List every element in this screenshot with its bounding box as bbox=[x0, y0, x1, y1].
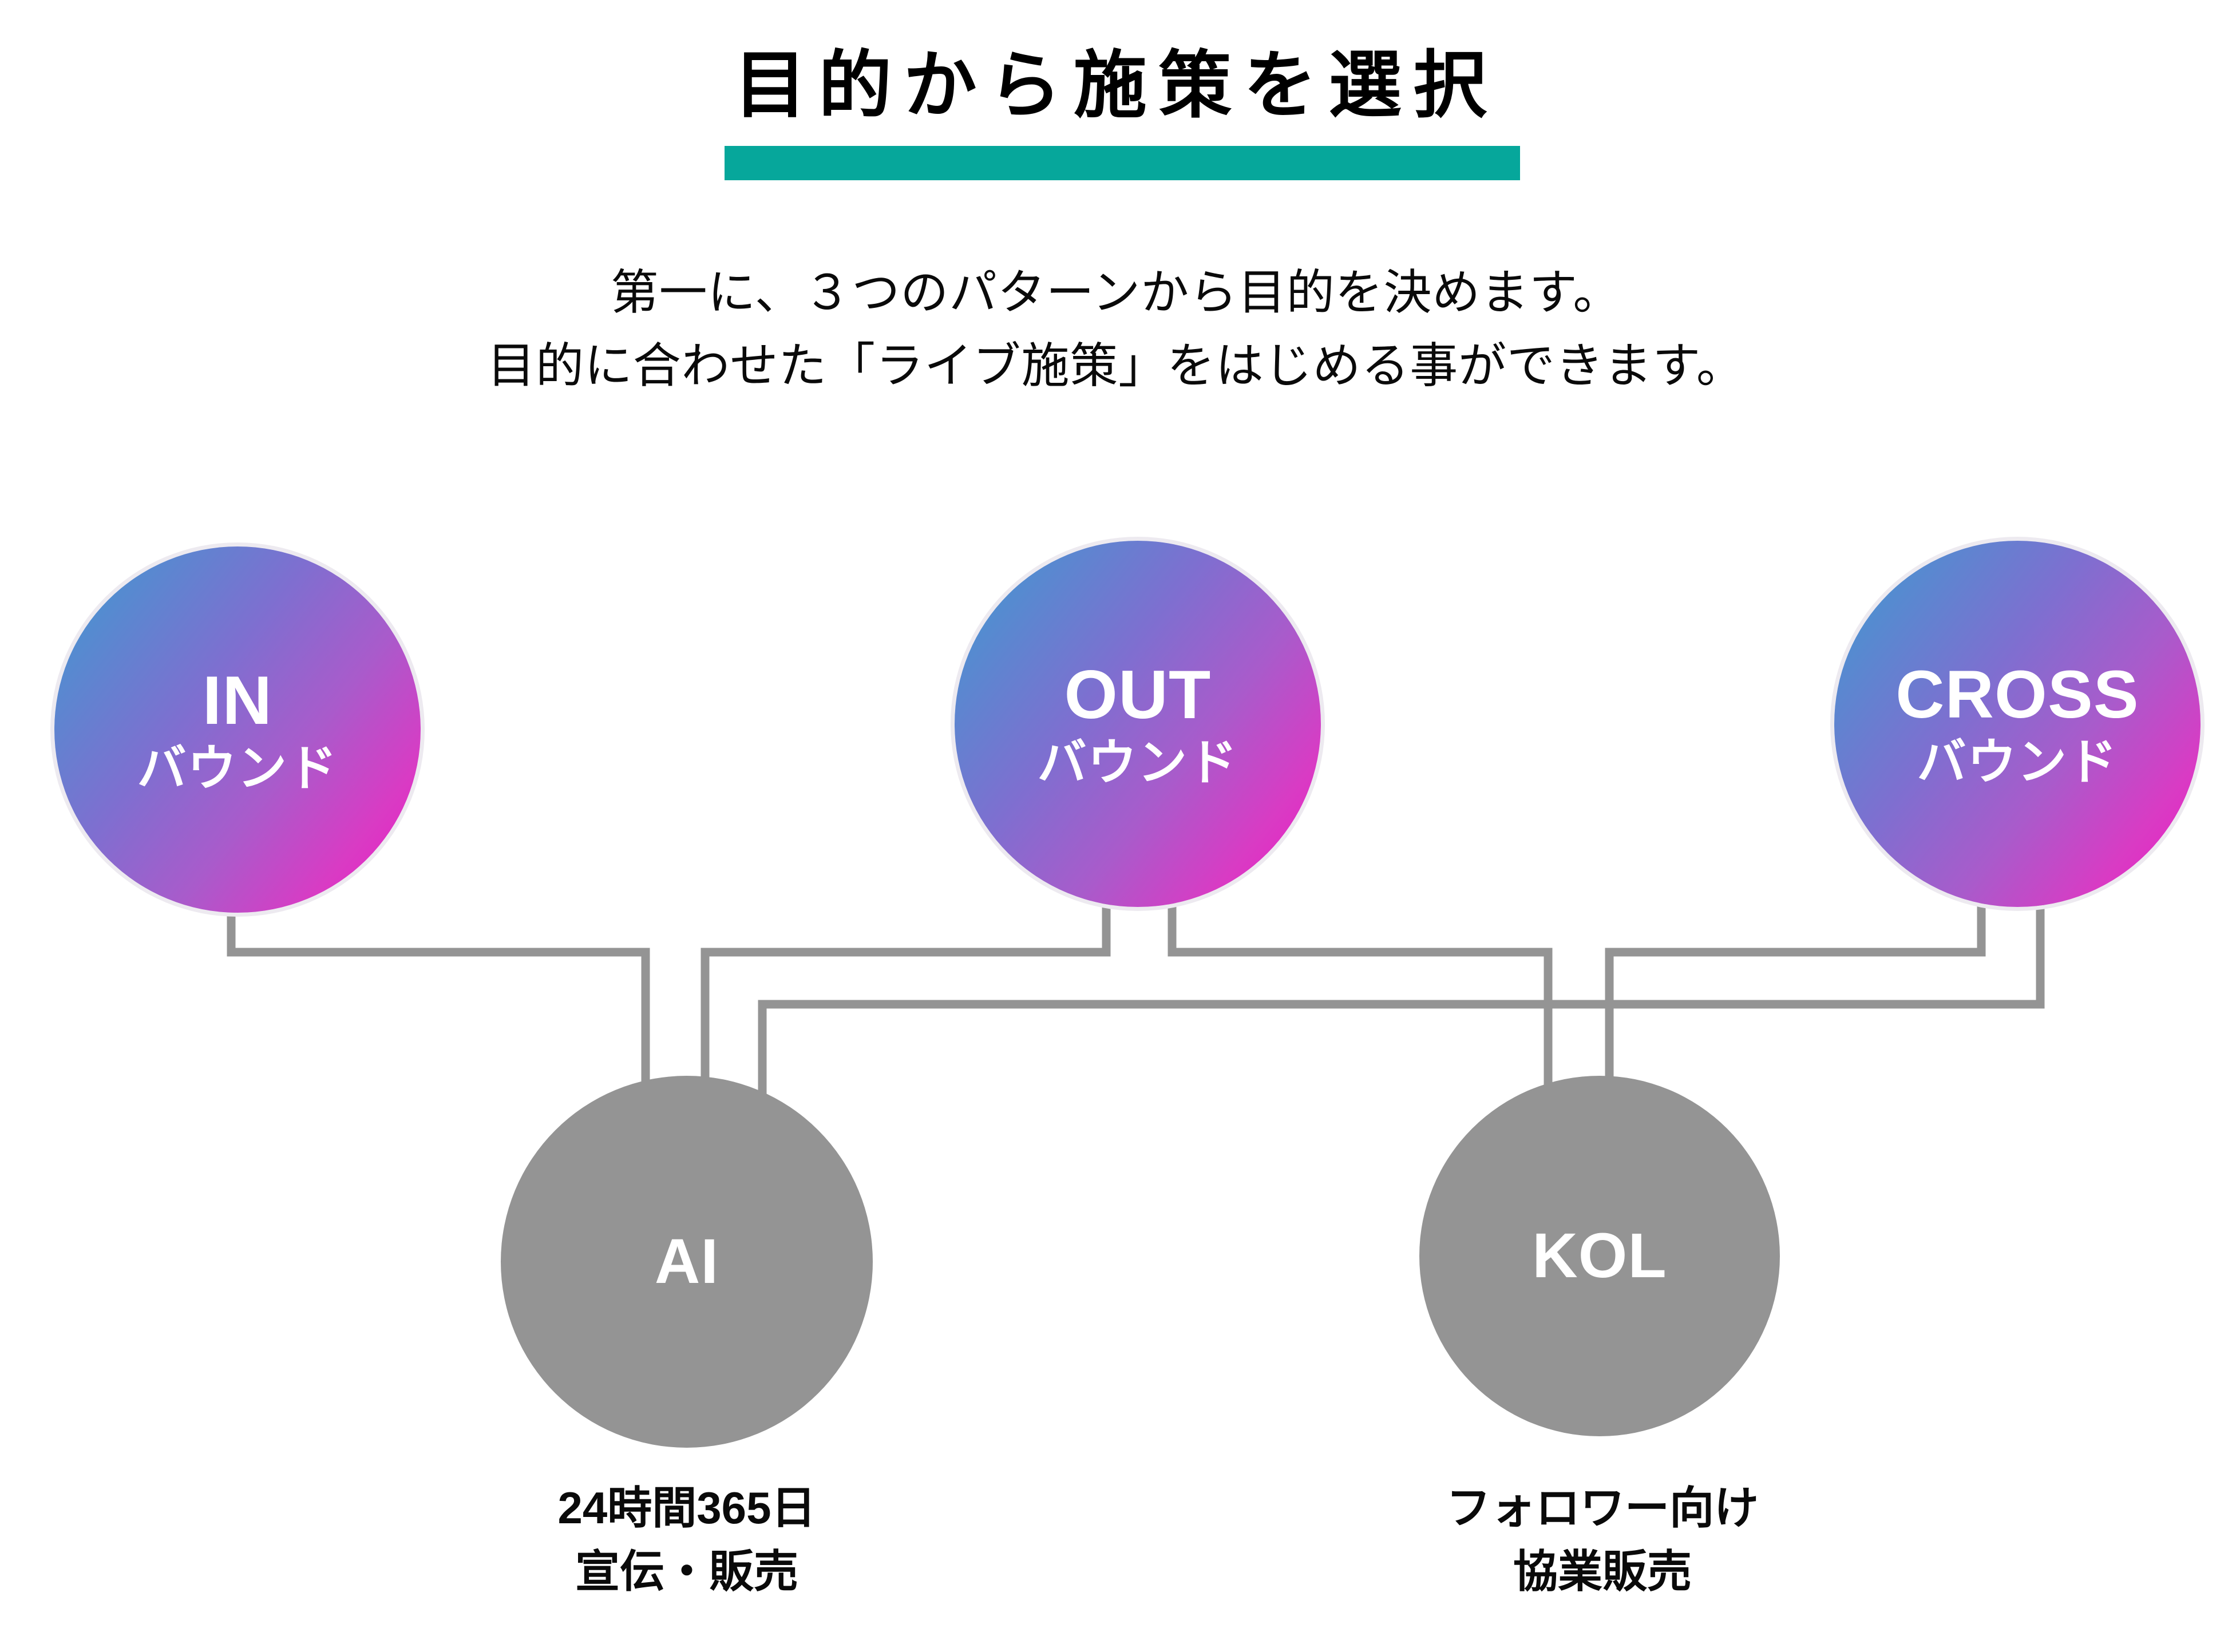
node-ai-title: AI bbox=[654, 1226, 719, 1297]
node-outbound-title: OUT bbox=[1064, 656, 1212, 733]
node-crossbound-title: CROSS bbox=[1895, 657, 2139, 732]
caption-ai-line-1: 24時間365日 bbox=[557, 1483, 816, 1533]
subtitle-line-2: 目的に合わせた「ライブ施策」をはじめる事ができます。 bbox=[487, 338, 1745, 393]
caption-kol: フォロワー向け 協業販売 bbox=[1316, 1476, 1889, 1603]
caption-kol-line-1: フォロワー向け bbox=[1446, 1483, 1759, 1533]
node-outbound-subtitle: バウンド bbox=[1037, 735, 1238, 790]
node-inbound-title: IN bbox=[202, 662, 273, 739]
title-underline-bar bbox=[725, 146, 1520, 180]
node-crossbound[interactable]: CROSS バウンド bbox=[1834, 541, 2201, 907]
caption-ai: 24時間365日 宣伝・販売 bbox=[401, 1476, 973, 1603]
node-inbound-subtitle: バウンド bbox=[137, 741, 338, 796]
node-kol-title: KOL bbox=[1532, 1221, 1667, 1291]
title-block: 目的から施策を選択 bbox=[0, 45, 2232, 126]
node-outbound[interactable]: OUT バウンド bbox=[955, 541, 1321, 907]
page-title: 目的から施策を選択 bbox=[733, 45, 1499, 126]
node-inbound[interactable]: IN バウンド bbox=[54, 546, 421, 913]
link-in-ai bbox=[227, 902, 650, 1087]
node-kol[interactable]: KOL bbox=[1419, 1076, 1780, 1436]
subtitle-block: 第一に、３つのパターンから目的を決めます。 目的に合わせた「ライブ施策」をはじめ… bbox=[0, 256, 2232, 402]
link-cross-kol bbox=[1605, 903, 1986, 1090]
link-out-kol bbox=[1168, 903, 1553, 1090]
link-cross-ai bbox=[758, 903, 2045, 1207]
node-crossbound-subtitle: バウンド bbox=[1917, 735, 2118, 790]
caption-kol-line-2: 協業販売 bbox=[1513, 1546, 1692, 1596]
link-out-ai bbox=[701, 903, 1111, 1087]
node-ai[interactable]: AI bbox=[501, 1076, 873, 1448]
subtitle-line-1: 第一に、３つのパターンから目的を決めます。 bbox=[610, 266, 1622, 319]
caption-ai-line-2: 宣伝・販売 bbox=[575, 1546, 798, 1596]
